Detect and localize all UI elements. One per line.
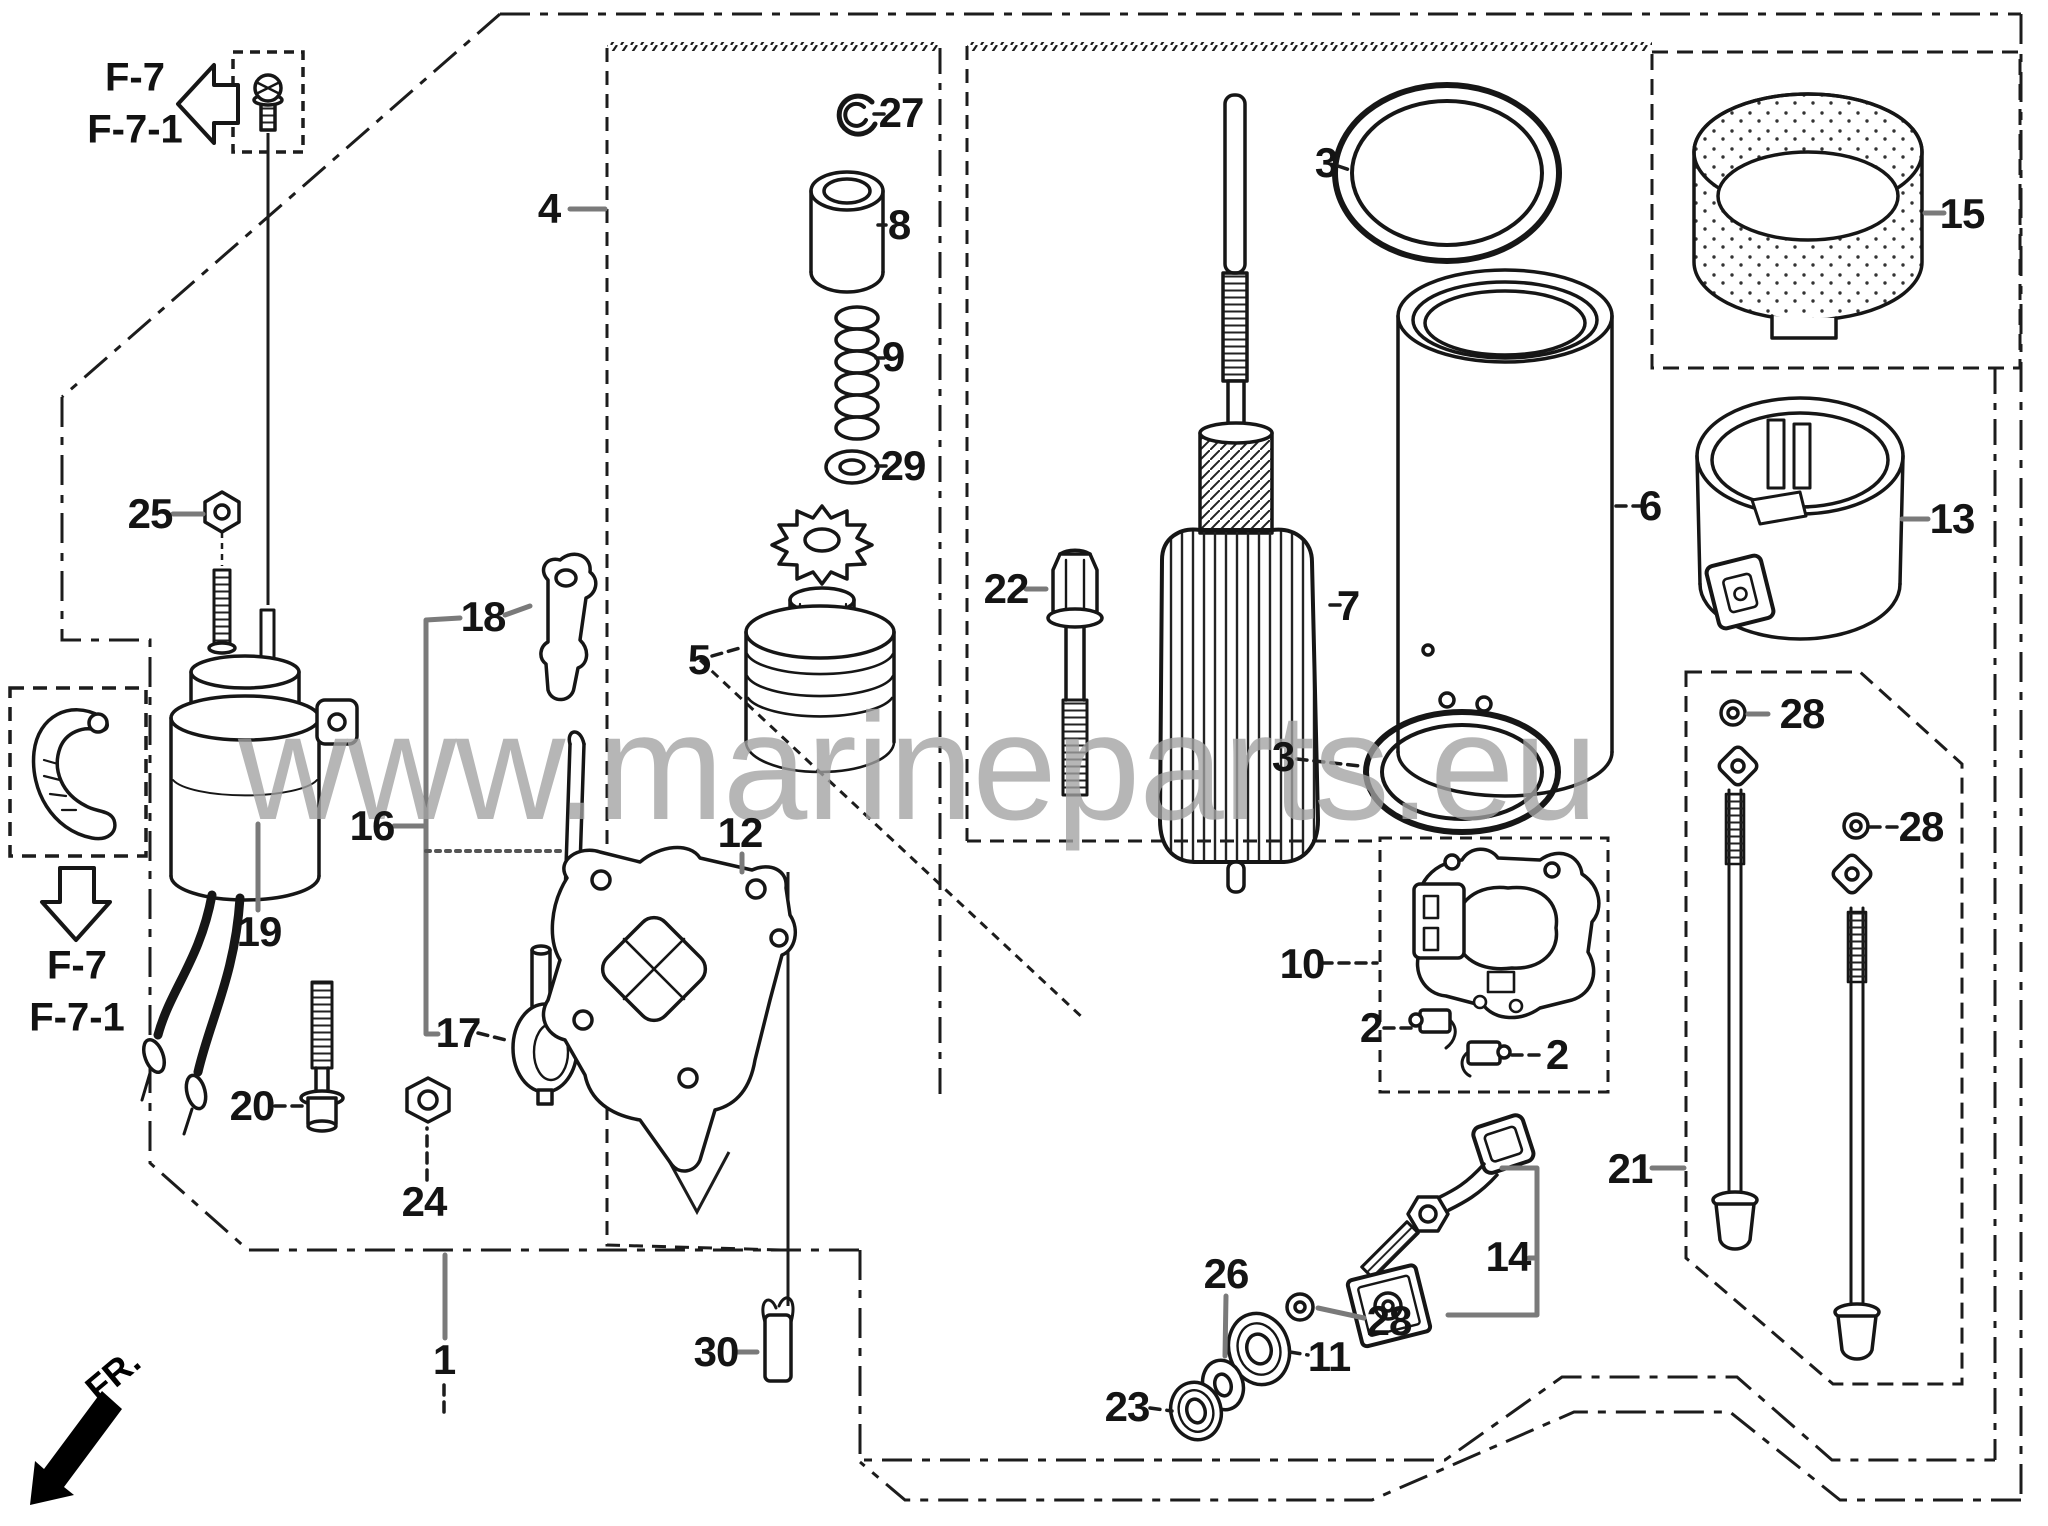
left-arrow-icon	[176, 63, 240, 145]
part-3-oring-top	[1332, 82, 1562, 264]
part-callout-23: 23	[1104, 1383, 1151, 1430]
part-callout-22: 22	[983, 565, 1030, 612]
part-10-brush-holder	[1412, 847, 1601, 1020]
ref-f7-bottom: F-7	[47, 943, 107, 988]
part-callout-28: 28	[1779, 690, 1826, 737]
part-11-washer	[1226, 1311, 1292, 1387]
part-7-armature	[1158, 93, 1320, 894]
part-callout-14: 14	[1485, 1233, 1532, 1280]
part-callout-4: 4	[537, 185, 561, 232]
part-callout-24: 24	[401, 1178, 448, 1225]
part-12-bracket	[541, 845, 798, 1173]
part-29-washer	[824, 449, 880, 485]
part-8-bushing	[809, 170, 885, 294]
part-15-cover-band	[1692, 92, 1924, 340]
fr-arrow-icon	[30, 1391, 122, 1505]
part-28-nut-a	[1717, 699, 1759, 787]
part-28-nut-b	[1831, 812, 1873, 895]
part-callout-15: 15	[1939, 190, 1986, 237]
part-wire-clip	[31, 708, 117, 841]
part-callout-12: 12	[717, 809, 764, 856]
part-callout-1: 1	[432, 1336, 456, 1383]
part-21-bolt-b	[1833, 906, 1881, 1361]
part-19-solenoid	[140, 568, 359, 1136]
part-callout-25: 25	[127, 490, 174, 537]
part-callout-21: 21	[1607, 1145, 1654, 1192]
part-callout-3: 3	[1271, 733, 1295, 780]
terminal-screw-icon	[252, 73, 284, 132]
cover15-box	[1650, 50, 2022, 370]
part-callout-3: 3	[1314, 139, 1338, 186]
part-callout-28: 28	[1898, 803, 1945, 850]
part-callout-27: 27	[878, 89, 925, 136]
part-20-bolt	[299, 980, 345, 1133]
part-callout-13: 13	[1929, 495, 1976, 542]
part-callout-2: 2	[1359, 1004, 1383, 1051]
part-callout-17: 17	[435, 1009, 482, 1056]
part-callout-11: 11	[1307, 1333, 1351, 1380]
part-callout-5: 5	[687, 636, 711, 683]
part-callout-6: 6	[1638, 482, 1662, 529]
part-18-lever	[539, 552, 598, 702]
part-callout-26: 26	[1203, 1250, 1250, 1297]
part-callout-30: 30	[693, 1328, 740, 1375]
ref-f71-bottom: F-7-1	[29, 995, 125, 1040]
part-24-nut	[405, 1076, 451, 1124]
part-callout-16: 16	[349, 802, 396, 849]
down-arrow-icon	[40, 866, 112, 942]
part-callout-9: 9	[881, 333, 905, 380]
part-callout-19: 19	[236, 908, 283, 955]
part-callout-2: 2	[1545, 1031, 1569, 1078]
clip-part-box	[8, 686, 148, 858]
bolt21-box	[1684, 670, 1964, 1386]
part-28-grommet	[1285, 1292, 1315, 1322]
ref-f7-top: F-7	[105, 55, 165, 100]
ref-f71-top: F-7-1	[87, 107, 183, 152]
part-2-brush-right	[1460, 1040, 1512, 1078]
part-9-spring	[834, 305, 880, 441]
part-5-pinion	[744, 504, 896, 774]
part-callout-28: 28	[1366, 1297, 1413, 1344]
part-13-end-cap	[1695, 396, 1905, 641]
part-14-terminal	[1345, 1113, 1536, 1349]
part-2-brush-left	[1408, 1008, 1457, 1050]
part-25-nut	[203, 490, 241, 534]
outer-border	[60, 12, 2023, 1502]
part-callout-29: 29	[880, 442, 927, 489]
leader-lines	[170, 112, 1947, 1416]
part-30-pin	[761, 1296, 795, 1383]
part-callout-10: 10	[1279, 940, 1326, 987]
part-22-bolt	[1046, 548, 1104, 797]
watermark: www.marineparts.eu	[238, 682, 1598, 852]
part-21-bolt-a	[1711, 788, 1759, 1251]
part-6-yoke	[1396, 268, 1614, 798]
part-27-snap-ring	[836, 93, 878, 137]
part-23-nut	[1168, 1380, 1224, 1442]
part-callout-8: 8	[887, 201, 911, 248]
part-3-oring-bottom	[1363, 709, 1561, 835]
part-callout-18: 18	[460, 593, 507, 640]
group4-box	[605, 48, 783, 1252]
part-callout-7: 7	[1336, 582, 1360, 629]
part-callout-20: 20	[229, 1082, 276, 1129]
